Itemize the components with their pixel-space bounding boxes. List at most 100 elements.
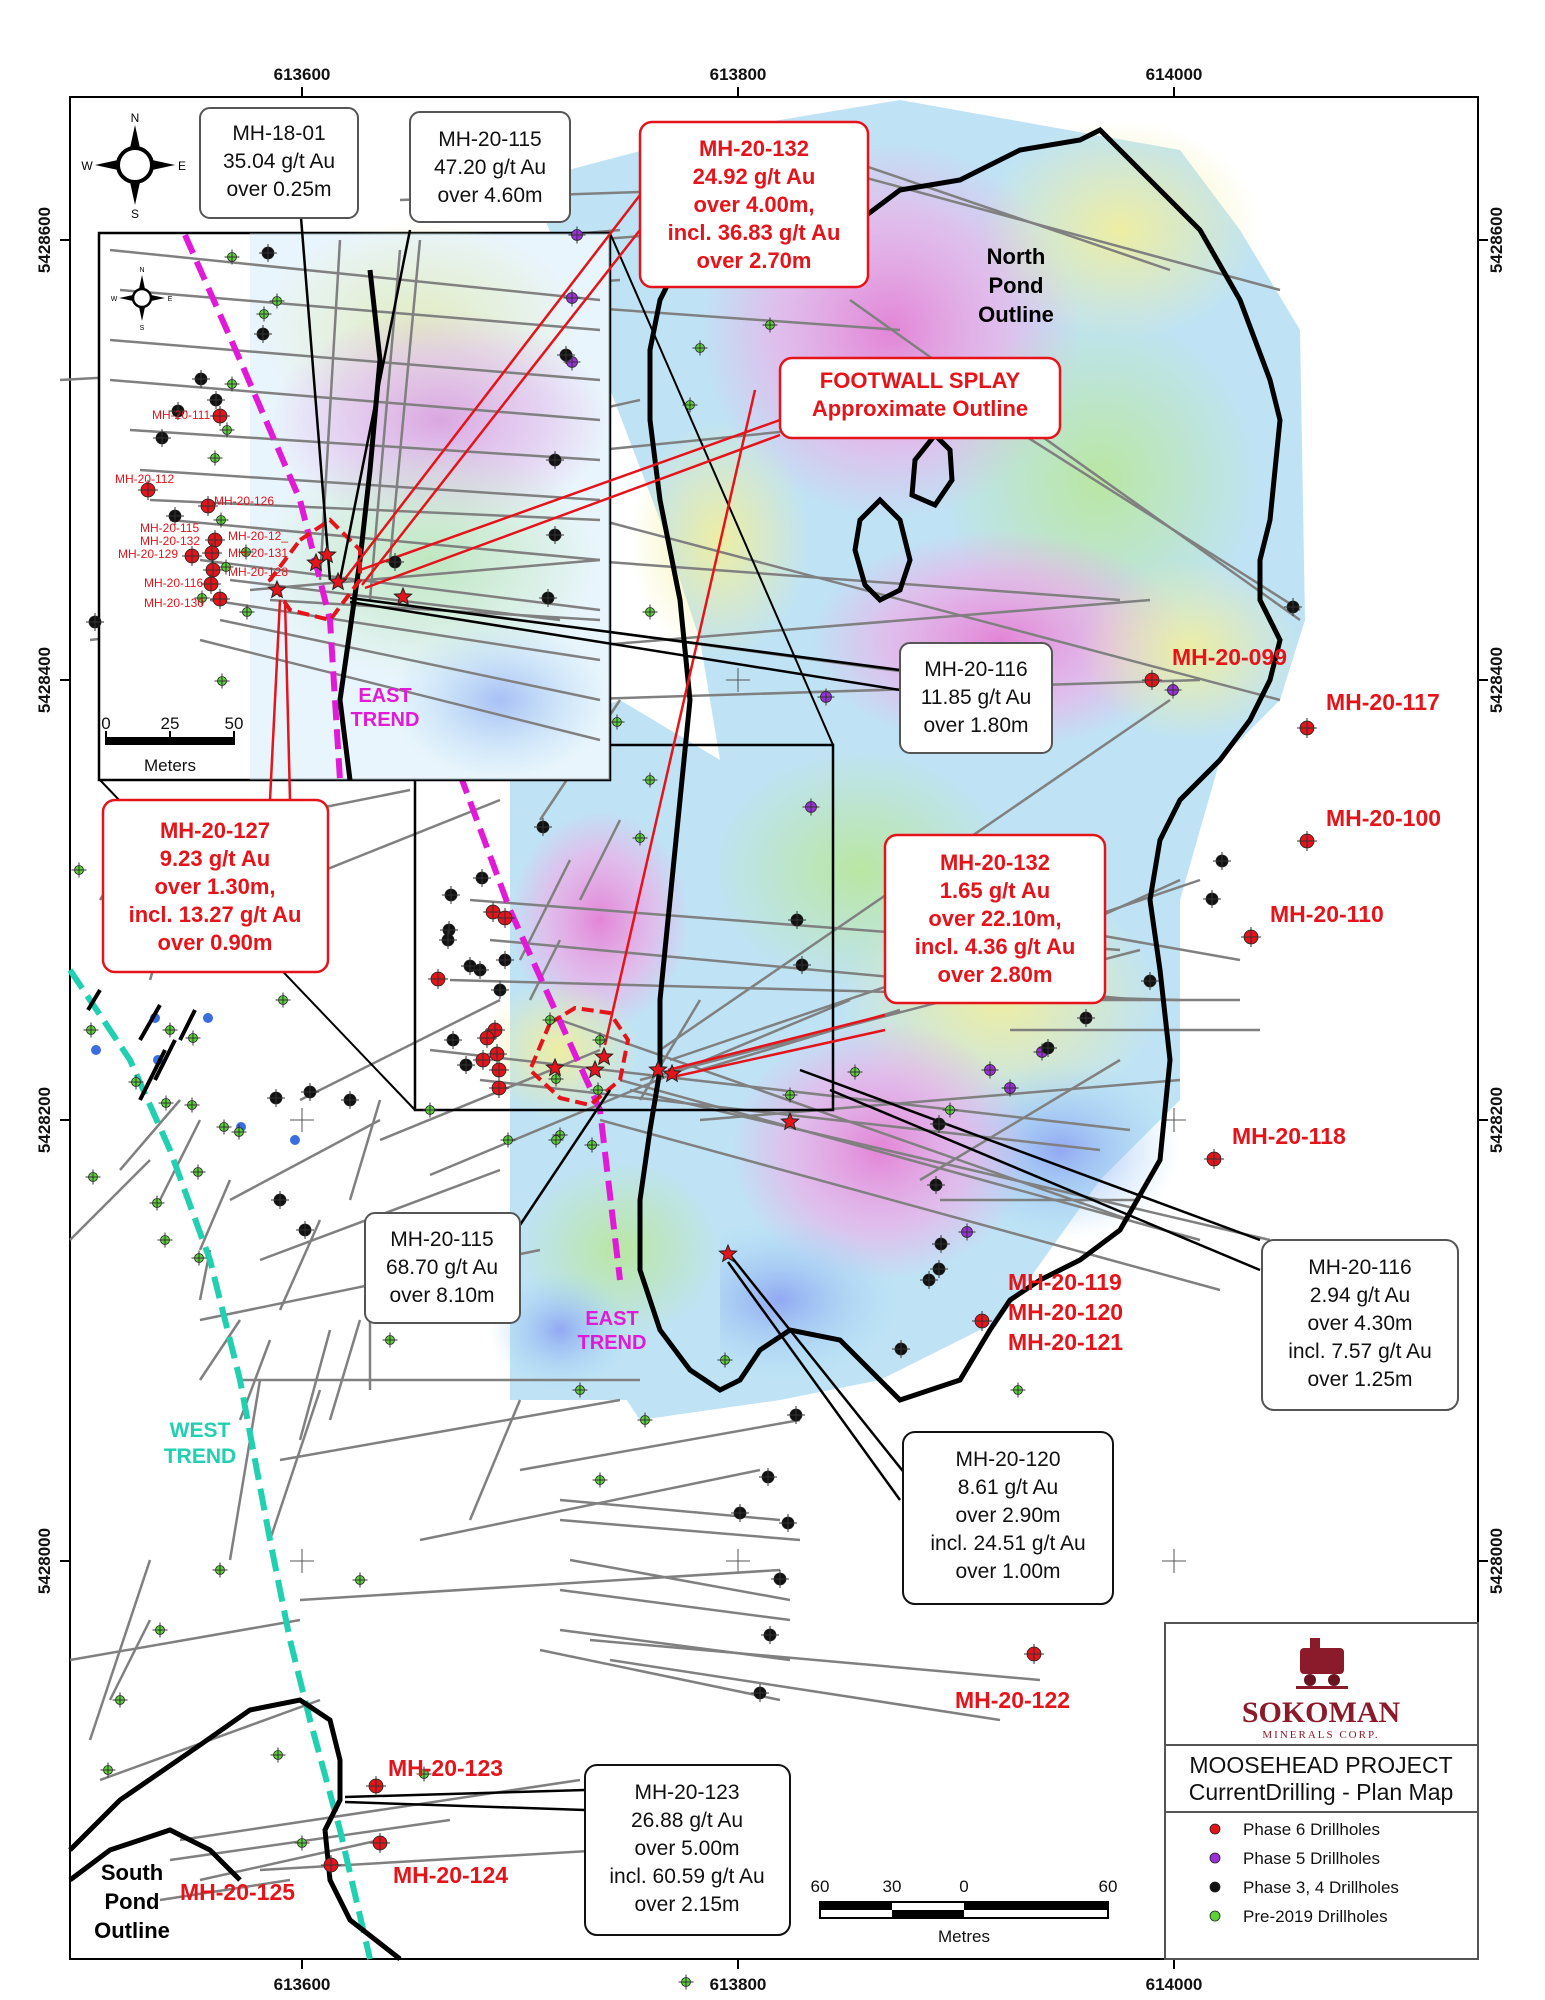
callout-line: 8.61 g/t Au [958,1476,1058,1499]
phase6-drillhole [202,543,222,563]
phase34-drillhole [788,911,806,929]
phase34-drillhole [731,1504,749,1522]
drillhole-intercept-star [585,1059,605,1079]
legend-swatch [1209,1852,1221,1864]
compass-w: W [81,159,93,173]
legend-item: Pre-2019 Drillholes [1209,1907,1388,1926]
callout-line: over 5.00m [634,1837,739,1860]
inset-label: MH-20-130 [144,596,204,610]
phase34-drillhole [751,1684,769,1702]
phase34-drillhole [259,244,277,262]
callout-line: MH-20-116 [924,658,1027,681]
phase6-drillhole [477,1028,497,1048]
drillhole-intercept-star [267,579,287,599]
hole-label-124: MH-20-124 [393,1862,508,1888]
phase6-drillhole [483,902,503,922]
inset-scale-unit: Meters [144,756,196,775]
pre2019-drillhole [191,1250,207,1266]
hole-label-100: MH-20-100 [1326,805,1441,831]
inset-label: MH-20-12_ [228,529,288,543]
north-pond-label-3: Outline [978,302,1054,327]
phase6-drillhole [487,1044,507,1064]
north-pond-label-1: North [987,244,1046,269]
pre2019-drillhole [294,1835,310,1851]
phase34-drillhole [207,391,225,409]
phase34-drillhole [1213,852,1231,870]
pre2019-drillhole [592,1032,608,1048]
phase6-drillhole [366,1776,386,1796]
pre2019-drillhole [162,1022,178,1038]
hole-label-118: MH-20-118 [1232,1123,1346,1149]
pre2019-drillhole [548,1132,564,1148]
callout-line: incl. 7.57 g/t Au [1288,1340,1432,1363]
phase6-drillhole [321,1855,341,1875]
pre2019-drillhole [157,1232,173,1248]
callout-line: over 4.30m [1307,1312,1412,1335]
callout-mh-20-116-low: MH-20-116 2.94 g/t Au over 4.30m incl. 7… [1261,1239,1459,1411]
west-trend-line2: TREND [164,1445,236,1468]
phase6-drillhole [489,1060,509,1080]
inset-label: MH-20-131 [228,546,288,560]
callout-line: 26.88 g/t Au [631,1809,743,1832]
callout-line: over 22.10m, [928,906,1061,931]
inset-label: MH-20-115 [140,521,199,535]
callout-line: 35.04 g/t Au [223,150,335,173]
inset-label: MH-20-129 [118,547,178,561]
easting-bottom-2: 613800 [710,1975,767,1994]
drillhole-intercept-star [393,586,413,606]
callout-line: 68.70 g/t Au [386,1256,498,1279]
pre2019-drillhole [185,1030,201,1046]
northing-right-1: 5428600 [1487,207,1506,273]
callout-line: MH-20-127 [160,818,270,843]
northing-right-2: 5428400 [1487,647,1506,713]
callout-mh-20-116-top: MH-20-116 11.85 g/t Au over 1.80m [899,642,1053,754]
phase34-drillhole [892,1340,910,1358]
callout-mh-20-120: MH-20-120 8.61 g/t Au over 2.90m incl. 2… [902,1431,1114,1605]
phase34-drillhole [1039,1039,1057,1057]
callout-line: 9.23 g/t Au [160,846,270,871]
pre2019-drillhole [184,1097,200,1113]
pre2019-drillhole [128,1074,144,1090]
callout-line: incl. 60.59 g/t Au [609,1865,764,1888]
callout-line: over 1.25m [1307,1368,1412,1391]
callout-line: over 0.90m [158,930,273,955]
pre2019-drillhole [239,604,255,620]
frame-ticks [60,87,1488,1969]
phase34-drillhole [1077,1009,1095,1027]
callout-line: over 1.80m [923,714,1028,737]
drillhole-intercept-star [317,544,337,564]
callout-line: incl. 36.83 g/t Au [668,220,841,245]
northing-right-4: 5428000 [1487,1528,1506,1594]
callout-line: 1.65 g/t Au [940,878,1050,903]
phase34-drillhole [491,981,509,999]
north-pond-island-2 [852,496,913,604]
pre2019-drillhole [847,1064,863,1080]
callout-line: over 4.60m [437,184,542,207]
legend-label: Phase 3, 4 Drillholes [1243,1878,1399,1897]
phase34-drillhole [271,1191,289,1209]
legend-item: Phase 3, 4 Drillholes [1209,1878,1399,1897]
pre2019-drillhole [212,1562,228,1578]
phase6-drillhole [489,1078,509,1098]
phase5-drillhole [981,1061,999,1079]
pre2019-drillhole [269,293,285,309]
callout-line: MH-20-123 [634,1781,739,1804]
coordinate-labels: 613600 613800 614000 613600 613800 61400… [35,65,1506,1994]
pre2019-drillhole [678,1974,694,1990]
phase34-drillhole [169,402,187,420]
phase34-drillhole [930,1115,948,1133]
callout-line: over 2.15m [634,1893,739,1916]
phase6-drillhole [198,496,218,516]
callout-line: over 2.90m [955,1504,1060,1527]
phase6-drillhole [1297,831,1317,851]
inset-scale-25: 25 [161,714,180,733]
phase5-drillhole [1001,1079,1019,1097]
phase34-drillhole [1284,598,1302,616]
pre2019-drillhole [152,1622,168,1638]
phase34-drillhole [254,325,272,343]
phase34-drillhole [539,589,557,607]
pre2019-drillhole [592,1472,608,1488]
callout-footwall-splay: FOOTWALL SPLAY Approximate Outline [778,356,1062,440]
phase34-drillhole [534,818,552,836]
